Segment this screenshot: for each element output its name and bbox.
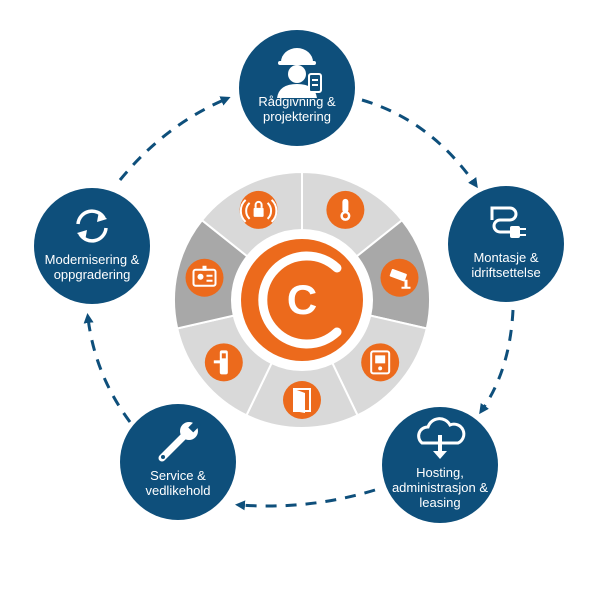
worker-tablet-icon [277,48,322,98]
step-label-hosting-2: administrasjon & [392,480,488,495]
center-logo-icon [258,251,342,349]
step-circle [34,188,150,304]
step-node-service: Service &vedlikehold [120,404,236,520]
thermometer-icon [326,190,365,229]
security-camera-icon [380,258,419,297]
cloud-download-icon [417,417,466,459]
center-logo-letter: C [287,276,317,323]
step-label-advice-2: projektering [263,109,331,124]
id-card-icon [185,258,224,297]
cycle-arrows [83,96,515,511]
arrow-service-to-modernize [83,313,132,423]
step-label-install-2: idriftsettelse [471,265,540,280]
step-label-modernize-1: Modernisering & [45,252,140,267]
step-label-install-1: Montasje & [473,250,538,265]
alarm-lock-icon [239,190,278,229]
step-label-advice-1: Rådgivning & [258,94,336,109]
step-label-hosting-1: Hosting, [416,465,464,480]
step-circle [120,404,236,520]
step-label-service-2: vedlikehold [145,483,210,498]
step-label-hosting-3: leasing [419,495,460,510]
arrow-advice-to-install [361,98,478,189]
electronic-door-lock-icon [204,343,243,382]
step-node-advice: Rådgivning &projektering [239,30,355,146]
service-wheel: C [173,170,431,429]
step-node-modernize: Modernisering &oppgradering [34,188,150,304]
step-node-install: Montasje &idriftsettelse [448,186,564,302]
arrow-modernize-to-advice [118,96,231,181]
step-circle [382,407,498,523]
step-label-modernize-2: oppgradering [54,267,131,282]
intercom-icon [361,343,400,382]
refresh-arrows-icon [76,209,108,243]
step-node-hosting: Hosting,administrasjon &leasing [382,407,498,523]
arrow-install-to-hosting [479,309,515,415]
arrow-hosting-to-service [235,488,376,511]
step-label-service-1: Service & [150,468,206,483]
door-icon [283,381,321,419]
wrench-icon [158,419,202,462]
plug-cable-icon [490,206,526,238]
step-circle [448,186,564,302]
